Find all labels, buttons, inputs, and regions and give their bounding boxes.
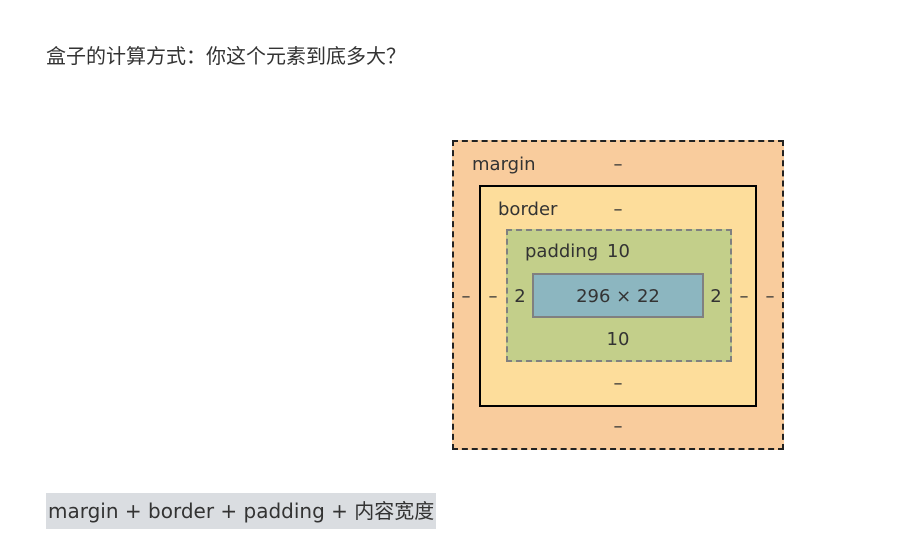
formula-text: margin + border + padding + 内容宽度 (46, 493, 437, 529)
margin-bottom-value: – (613, 416, 623, 437)
margin-left-value: – (461, 286, 471, 307)
padding-right-value: 2 (710, 286, 722, 307)
border-left-value: – (488, 286, 498, 307)
margin-right-value: – (765, 286, 775, 307)
border-bottom-value: – (613, 373, 623, 394)
padding-left-value: 2 (514, 286, 526, 307)
padding-bottom-value: 10 (606, 329, 630, 350)
border-label: border (498, 199, 558, 220)
page-heading: 盒子的计算方式：你这个元素到底多大？ (46, 44, 406, 68)
border-right-value: – (739, 286, 749, 307)
padding-top-value: 10 (607, 241, 630, 262)
content-box (532, 273, 704, 318)
content-size: 296 × 22 (576, 286, 660, 307)
box-model-diagram: margin – – – – border – – – – padding 10… (452, 140, 784, 450)
padding-label: padding (525, 241, 599, 262)
border-top-value: – (613, 199, 623, 220)
margin-label: margin (472, 154, 536, 175)
margin-top-value: – (613, 154, 623, 175)
